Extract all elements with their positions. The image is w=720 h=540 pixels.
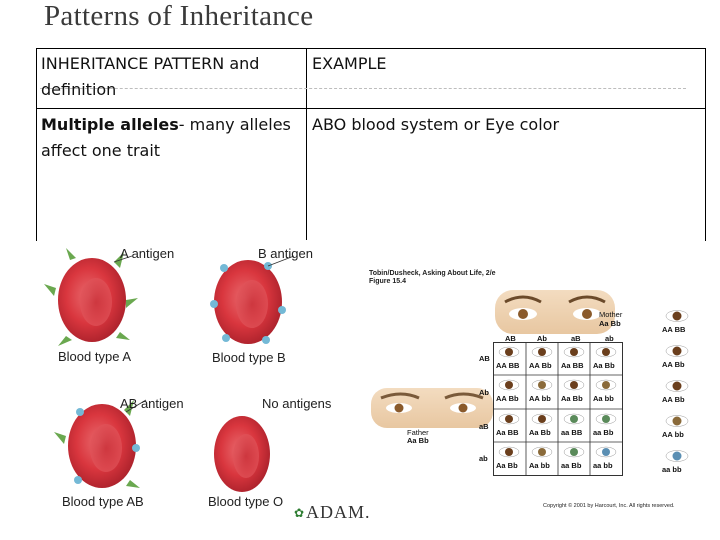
punnett-cell-genotype: AA BB (496, 361, 520, 370)
col-header: ab (605, 334, 614, 343)
punnett-cell-genotype: Aa BB (496, 428, 519, 437)
eye-iris (570, 381, 578, 389)
cell-example: ABO blood system or Eye color (312, 115, 560, 134)
label-blood-type-ab: Blood type AB (62, 494, 144, 509)
mother-genotype: Aa Bb (599, 319, 621, 328)
col-header: AB (505, 334, 516, 343)
header-dashed-rule (40, 88, 686, 89)
key-genotype: AA bb (662, 430, 684, 439)
key-genotype: aa bb (662, 465, 682, 474)
label-a-antigen: A antigen (120, 246, 175, 261)
punnett-cell-genotype: AA Bb (496, 394, 519, 403)
header-pattern: INHERITANCE PATTERN and definition (41, 54, 260, 99)
rbc-type-o (214, 416, 270, 492)
eye-iris (602, 448, 610, 456)
key-genotype: AA Bb (662, 360, 685, 369)
row-header: AB (479, 354, 490, 363)
pattern-term: Multiple alleles (41, 115, 179, 134)
label-blood-type-b: Blood type B (212, 350, 286, 365)
figure-number: Figure 15.4 (369, 278, 406, 285)
punnett-cell-genotype: Aa bb (529, 461, 550, 470)
table-row-divider (36, 108, 705, 109)
key-eye-iris (672, 416, 682, 426)
eye-iris (602, 415, 610, 423)
key-eye-iris (672, 451, 682, 461)
figure-source: Tobin/Dusheck, Asking About Life, 2/e (369, 270, 496, 277)
adam-logo-icon: ✿ (294, 506, 305, 520)
blood-type-figure (44, 248, 295, 492)
punnett-cell-genotype: AA Bb (529, 361, 552, 370)
key-genotype: AA BB (662, 325, 686, 334)
punnett-cell-genotype: Aa BB (561, 361, 584, 370)
row-header: aB (479, 422, 489, 431)
label-ab-antigen: AB antigen (120, 396, 184, 411)
punnett-cell-genotype: Aa bb (593, 394, 614, 403)
label-blood-type-a: Blood type A (58, 349, 131, 364)
punnett-cell-genotype: aa bb (593, 461, 613, 470)
punnett-cell-genotype: Aa Bb (593, 361, 615, 370)
parent-faces (371, 290, 615, 428)
table-column-divider (306, 48, 307, 240)
label-no-antigens: No antigens (262, 396, 332, 411)
cell-pattern-definition: Multiple alleles- many alleles affect on… (41, 112, 299, 164)
eye-iris (538, 381, 546, 389)
punnett-cell-genotype: Aa Bb (561, 394, 583, 403)
eye-iris (602, 348, 610, 356)
eye-iris (602, 381, 610, 389)
label-b-antigen: B antigen (258, 246, 313, 261)
eye-iris (570, 448, 578, 456)
punnett-cell-genotype: Aa Bb (496, 461, 518, 470)
eye-iris (505, 381, 513, 389)
pattern-definition: - many alleles affect one trait (41, 115, 291, 160)
row-header: ab (479, 454, 488, 463)
inheritance-table (36, 48, 706, 241)
eye-color-key (665, 310, 689, 462)
copyright: Copyright © 2001 by Harcourt, Inc. All r… (543, 503, 675, 509)
page-title: Patterns of Inheritance (44, 0, 314, 32)
eye-iris (538, 448, 546, 456)
eye-iris (505, 348, 513, 356)
punnett-cell-genotype: aa Bb (561, 461, 582, 470)
punnett-cell-genotype: AA bb (529, 394, 551, 403)
eye-iris (570, 415, 578, 423)
eye-color-figure: Tobin/Dusheck, Asking About Life, 2/e Fi… (365, 250, 705, 512)
punnett-cell-genotype: aa BB (561, 428, 583, 437)
mother-label: Mother (599, 310, 623, 319)
eye-iris (505, 415, 513, 423)
col-header: Ab (537, 334, 547, 343)
header-example: EXAMPLE (312, 54, 387, 73)
label-blood-type-o: Blood type O (208, 494, 284, 509)
rbc-type-a (44, 248, 138, 346)
key-eye-iris (672, 381, 682, 391)
col-header: aB (571, 334, 581, 343)
eye-iris (538, 415, 546, 423)
father-genotype: Aa Bb (407, 436, 429, 445)
punnett-grid (493, 342, 623, 476)
eye-iris (538, 348, 546, 356)
rbc-type-b (210, 260, 286, 344)
rbc-type-ab (54, 400, 140, 488)
key-eye-iris (672, 311, 682, 321)
key-genotype: AA Bb (662, 395, 685, 404)
punnett-cell-genotype: Aa Bb (529, 428, 551, 437)
key-eye-iris (672, 346, 682, 356)
adam-logo: ADAM. (306, 502, 371, 522)
eye-iris (505, 448, 513, 456)
eye-iris (570, 348, 578, 356)
row-header: Ab (479, 388, 489, 397)
punnett-cell-genotype: aa Bb (593, 428, 614, 437)
father-label: Father (407, 428, 429, 437)
